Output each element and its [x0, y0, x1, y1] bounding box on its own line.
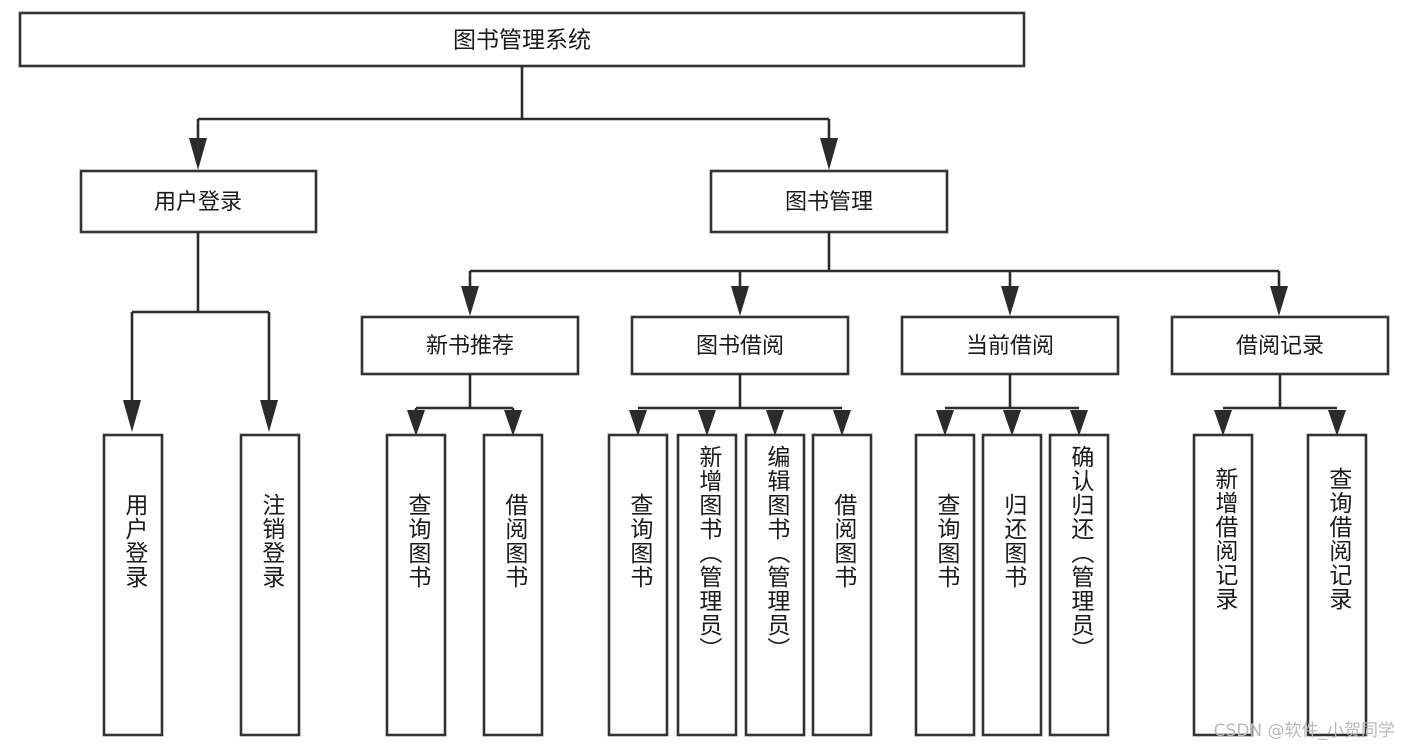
leaf-box-confirm-return[interactable]	[1048, 433, 1110, 737]
node-book-management[interactable]	[709, 169, 949, 234]
leaf-box-query-book-2[interactable]	[607, 433, 669, 737]
arrow-to-leaf-confirm-return	[1070, 410, 1088, 436]
leaf-box-logout[interactable]	[239, 433, 301, 737]
node-new-book-recommend-label: 新书推荐	[426, 334, 514, 359]
arrow-to-current-borrow	[1001, 286, 1019, 316]
arrow-to-leaf-borrow-book-2	[833, 410, 851, 436]
node-root[interactable]	[18, 11, 1026, 68]
arrow-to-leaf-query-book-1	[407, 410, 425, 436]
leaf-box-return-book[interactable]	[981, 433, 1043, 737]
node-current-borrow[interactable]	[900, 315, 1120, 376]
arrow-to-leaf-query-book-3	[936, 410, 954, 436]
node-new-book-recommend[interactable]	[360, 315, 580, 376]
node-book-management-label: 图书管理	[785, 190, 873, 215]
arrow-to-leaf-edit-book	[766, 410, 784, 436]
node-borrow-record[interactable]	[1170, 315, 1390, 376]
node-root-label: 图书管理系统	[453, 28, 591, 54]
leaf-box-borrow-book-1[interactable]	[482, 433, 544, 737]
leaf-box-add-record[interactable]	[1192, 433, 1254, 737]
arrow-to-leaf-add-record	[1214, 410, 1232, 436]
arrow-to-book-borrow	[731, 286, 749, 316]
arrow-to-leaf-query-book-2	[629, 410, 647, 436]
leaf-box-query-book-1[interactable]	[385, 433, 447, 737]
leaf-box-edit-book[interactable]	[744, 433, 806, 737]
arrow-to-user-login	[189, 138, 207, 170]
node-book-borrow-label: 图书借阅	[696, 334, 784, 359]
arrow-to-leaf-query-record	[1328, 410, 1346, 436]
leaf-box-query-book-3[interactable]	[914, 433, 976, 737]
leaf-box-query-record[interactable]	[1306, 433, 1368, 737]
arrow-to-leaf-user-login	[123, 400, 141, 432]
node-user-login-label: 用户登录	[154, 190, 242, 215]
node-borrow-record-label: 借阅记录	[1236, 334, 1324, 359]
leaf-box-user-login[interactable]	[102, 433, 164, 737]
arrow-to-book-management	[820, 138, 838, 170]
arrow-to-new-book-recommend	[461, 286, 479, 316]
arrow-to-leaf-return-book	[1003, 410, 1021, 436]
arrow-to-leaf-logout	[260, 400, 278, 432]
arrow-to-leaf-borrow-book-1	[504, 410, 522, 436]
node-current-borrow-label: 当前借阅	[966, 334, 1054, 359]
leaf-box-borrow-book-2[interactable]	[811, 433, 873, 737]
arrow-to-leaf-add-book	[698, 410, 716, 436]
node-book-borrow[interactable]	[630, 315, 850, 376]
leaf-box-add-book[interactable]	[676, 433, 738, 737]
arrow-to-borrow-record	[1270, 286, 1288, 316]
